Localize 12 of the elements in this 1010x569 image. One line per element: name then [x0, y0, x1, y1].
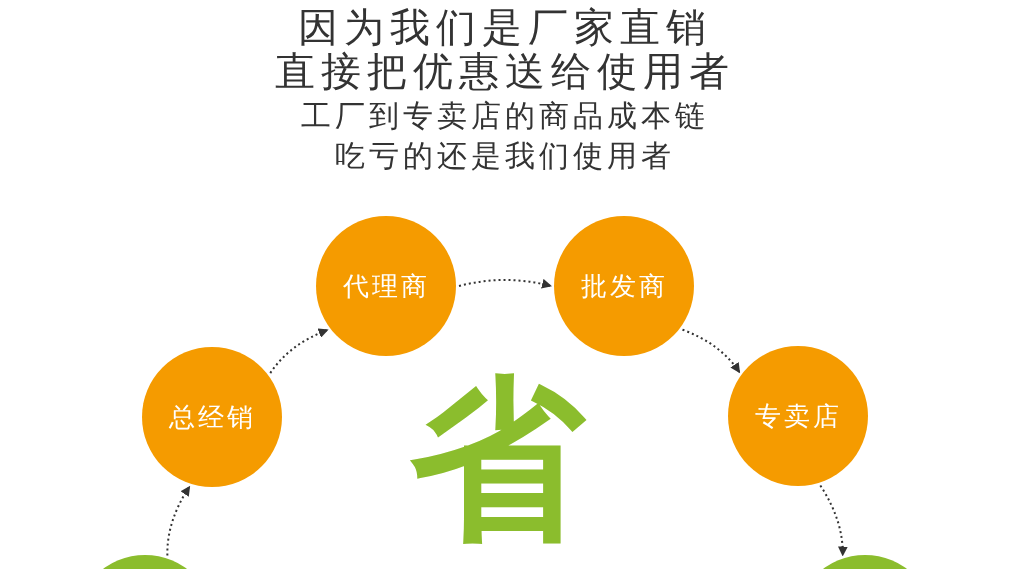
stage-circle: 总经销	[142, 347, 282, 487]
stage-circle: 专卖店	[728, 346, 868, 486]
dotted-arrow	[681, 328, 741, 374]
subheading: 工厂到专卖店的商品成本链	[301, 97, 709, 135]
dotted-arrow	[166, 485, 191, 557]
subheading: 吃亏的还是我们使用者	[335, 137, 675, 175]
dotted-arrow	[458, 279, 552, 289]
dotted-arrow	[819, 484, 848, 557]
big-character: 省	[409, 360, 585, 560]
stage-circle: 批发商	[554, 216, 694, 356]
stage-circle: 代理商	[316, 216, 456, 356]
dotted-arrow	[269, 328, 329, 375]
